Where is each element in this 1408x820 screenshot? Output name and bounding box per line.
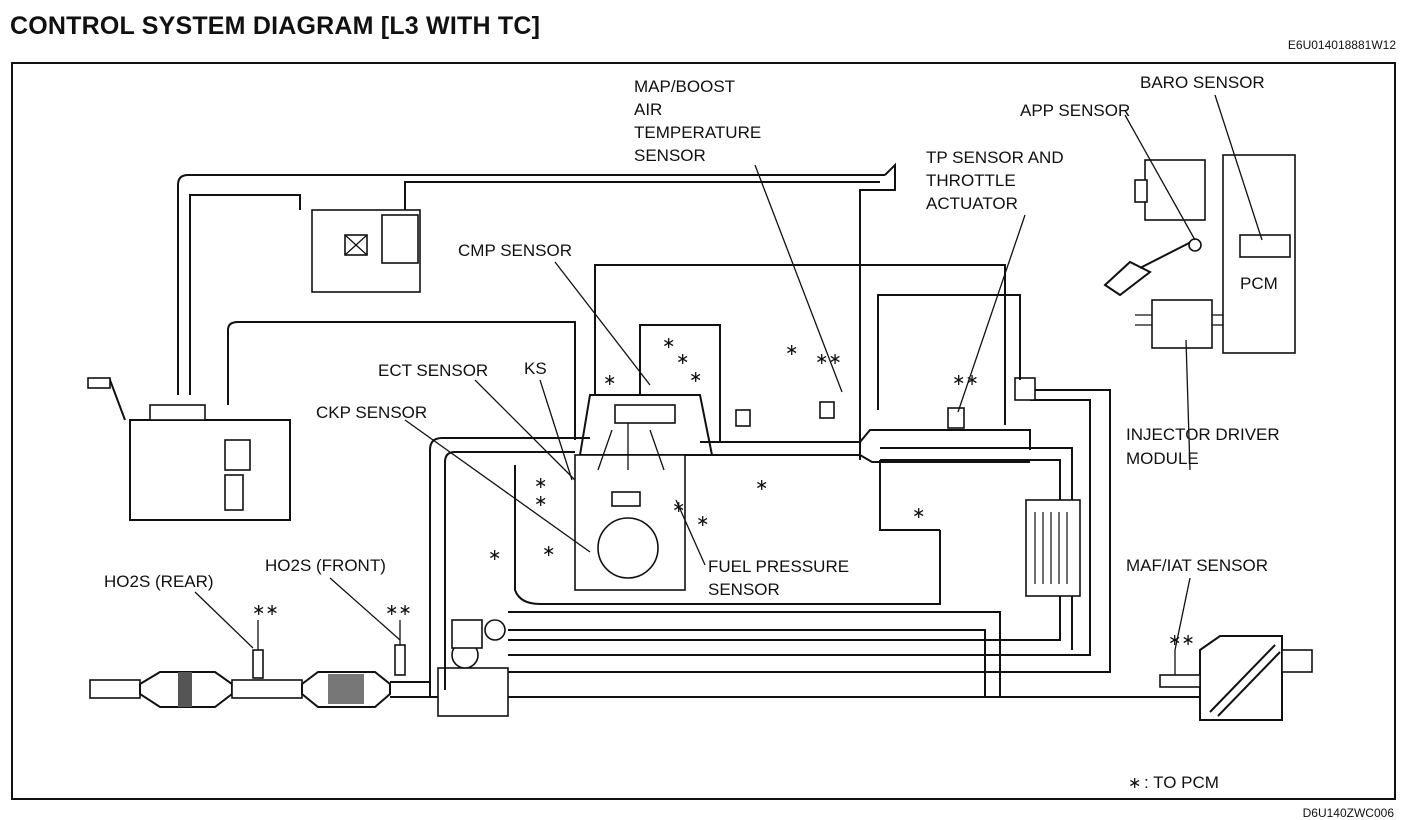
baro-brake-unit bbox=[1134, 159, 1206, 221]
ho2s-rear-sensor bbox=[252, 620, 264, 679]
ho2s-front-sensor bbox=[394, 620, 406, 676]
marker-2: ∗∗ bbox=[385, 600, 412, 619]
marker-5: ∗ bbox=[534, 491, 547, 510]
document-code-bottom: D6U140ZWC006 bbox=[1302, 806, 1394, 820]
tp-sensor-label-3: ACTUATOR bbox=[926, 194, 1018, 213]
fuel-tank bbox=[87, 377, 291, 521]
tp-sensor-label-2: THROTTLE bbox=[926, 171, 1016, 190]
injector-driver-module-box bbox=[1135, 299, 1223, 349]
pcm-markers: ∗∗ ∗∗ ∗∗ ∗ ∗ ∗ ∗ ∗ ∗ ∗ ∗ ∗ ∗∗ ∗∗ ∗ ∗ ∗ ∗ bbox=[252, 333, 1195, 649]
injector-driver-label-2: MODULE bbox=[1126, 449, 1199, 468]
marker-18: ∗ bbox=[912, 503, 925, 522]
engine bbox=[574, 394, 714, 591]
pcm-label: PCM bbox=[1240, 274, 1278, 293]
marker-12: ∗ bbox=[785, 340, 798, 359]
marker-7: ∗ bbox=[488, 545, 501, 564]
ect-sensor-label: ECT SENSOR bbox=[378, 361, 488, 380]
accelerator-pedal bbox=[1103, 238, 1202, 297]
injector-driver-label-1: INJECTOR DRIVER bbox=[1126, 425, 1280, 444]
document-code-top: E6U014018881W12 bbox=[1287, 38, 1396, 52]
leader-lines bbox=[194, 94, 1263, 651]
cmp-sensor-label: CMP SENSOR bbox=[458, 241, 572, 260]
marker-9: ∗ bbox=[662, 333, 675, 352]
turbocharger bbox=[437, 619, 509, 717]
intake-manifold bbox=[700, 377, 1036, 463]
ho2s-rear-label: HO2S (REAR) bbox=[104, 572, 214, 591]
marker-10: ∗ bbox=[676, 349, 689, 368]
legend-text: : TO PCM bbox=[1144, 773, 1219, 792]
app-sensor-label: APP SENSOR bbox=[1020, 101, 1130, 120]
ks-label: KS bbox=[524, 359, 547, 378]
maf-iat-sensor bbox=[1159, 650, 1201, 688]
marker-14: ∗∗ bbox=[952, 370, 979, 389]
tp-sensor-label-1: TP SENSOR AND bbox=[926, 148, 1064, 167]
marker-4: ∗ bbox=[534, 473, 547, 492]
diagram-frame bbox=[11, 62, 1396, 800]
map-boost-label-1: MAP/BOOST bbox=[634, 77, 735, 96]
ckp-sensor-label: CKP SENSOR bbox=[316, 403, 427, 422]
ho2s-front-label: HO2S (FRONT) bbox=[265, 556, 386, 575]
component-labels: MAP/BOOST AIR TEMPERATURE SENSOR BARO SE… bbox=[104, 73, 1280, 792]
diagram-title: CONTROL SYSTEM DIAGRAM [L3 WITH TC] bbox=[10, 12, 541, 40]
map-boost-label-2: AIR bbox=[634, 100, 662, 119]
maf-iat-label: MAF/IAT SENSOR bbox=[1126, 556, 1268, 575]
marker-17: ∗ bbox=[696, 511, 709, 530]
marker-1: ∗∗ bbox=[252, 600, 279, 619]
marker-8: ∗ bbox=[603, 370, 616, 389]
marker-13: ∗∗ bbox=[815, 349, 842, 368]
map-boost-label-3: TEMPERATURE bbox=[634, 123, 761, 142]
fuel-pressure-label-2: SENSOR bbox=[708, 580, 780, 599]
marker-3: ∗∗ bbox=[1168, 630, 1195, 649]
pcm-box bbox=[1222, 154, 1296, 354]
air-cleaner bbox=[1199, 635, 1313, 721]
exhaust-system bbox=[89, 671, 1200, 708]
marker-6: ∗ bbox=[542, 541, 555, 560]
solenoid-valve-box bbox=[311, 209, 421, 293]
marker-11: ∗ bbox=[689, 367, 702, 386]
fuel-pressure-label-1: FUEL PRESSURE bbox=[708, 557, 849, 576]
intercooler bbox=[1025, 499, 1081, 597]
marker-15: ∗ bbox=[755, 475, 768, 494]
evap-piping bbox=[177, 162, 1021, 460]
marker-16: ∗ bbox=[672, 497, 685, 516]
legend-symbol: ∗ bbox=[1128, 773, 1141, 792]
map-boost-label-4: SENSOR bbox=[634, 146, 706, 165]
baro-sensor-label: BARO SENSOR bbox=[1140, 73, 1265, 92]
